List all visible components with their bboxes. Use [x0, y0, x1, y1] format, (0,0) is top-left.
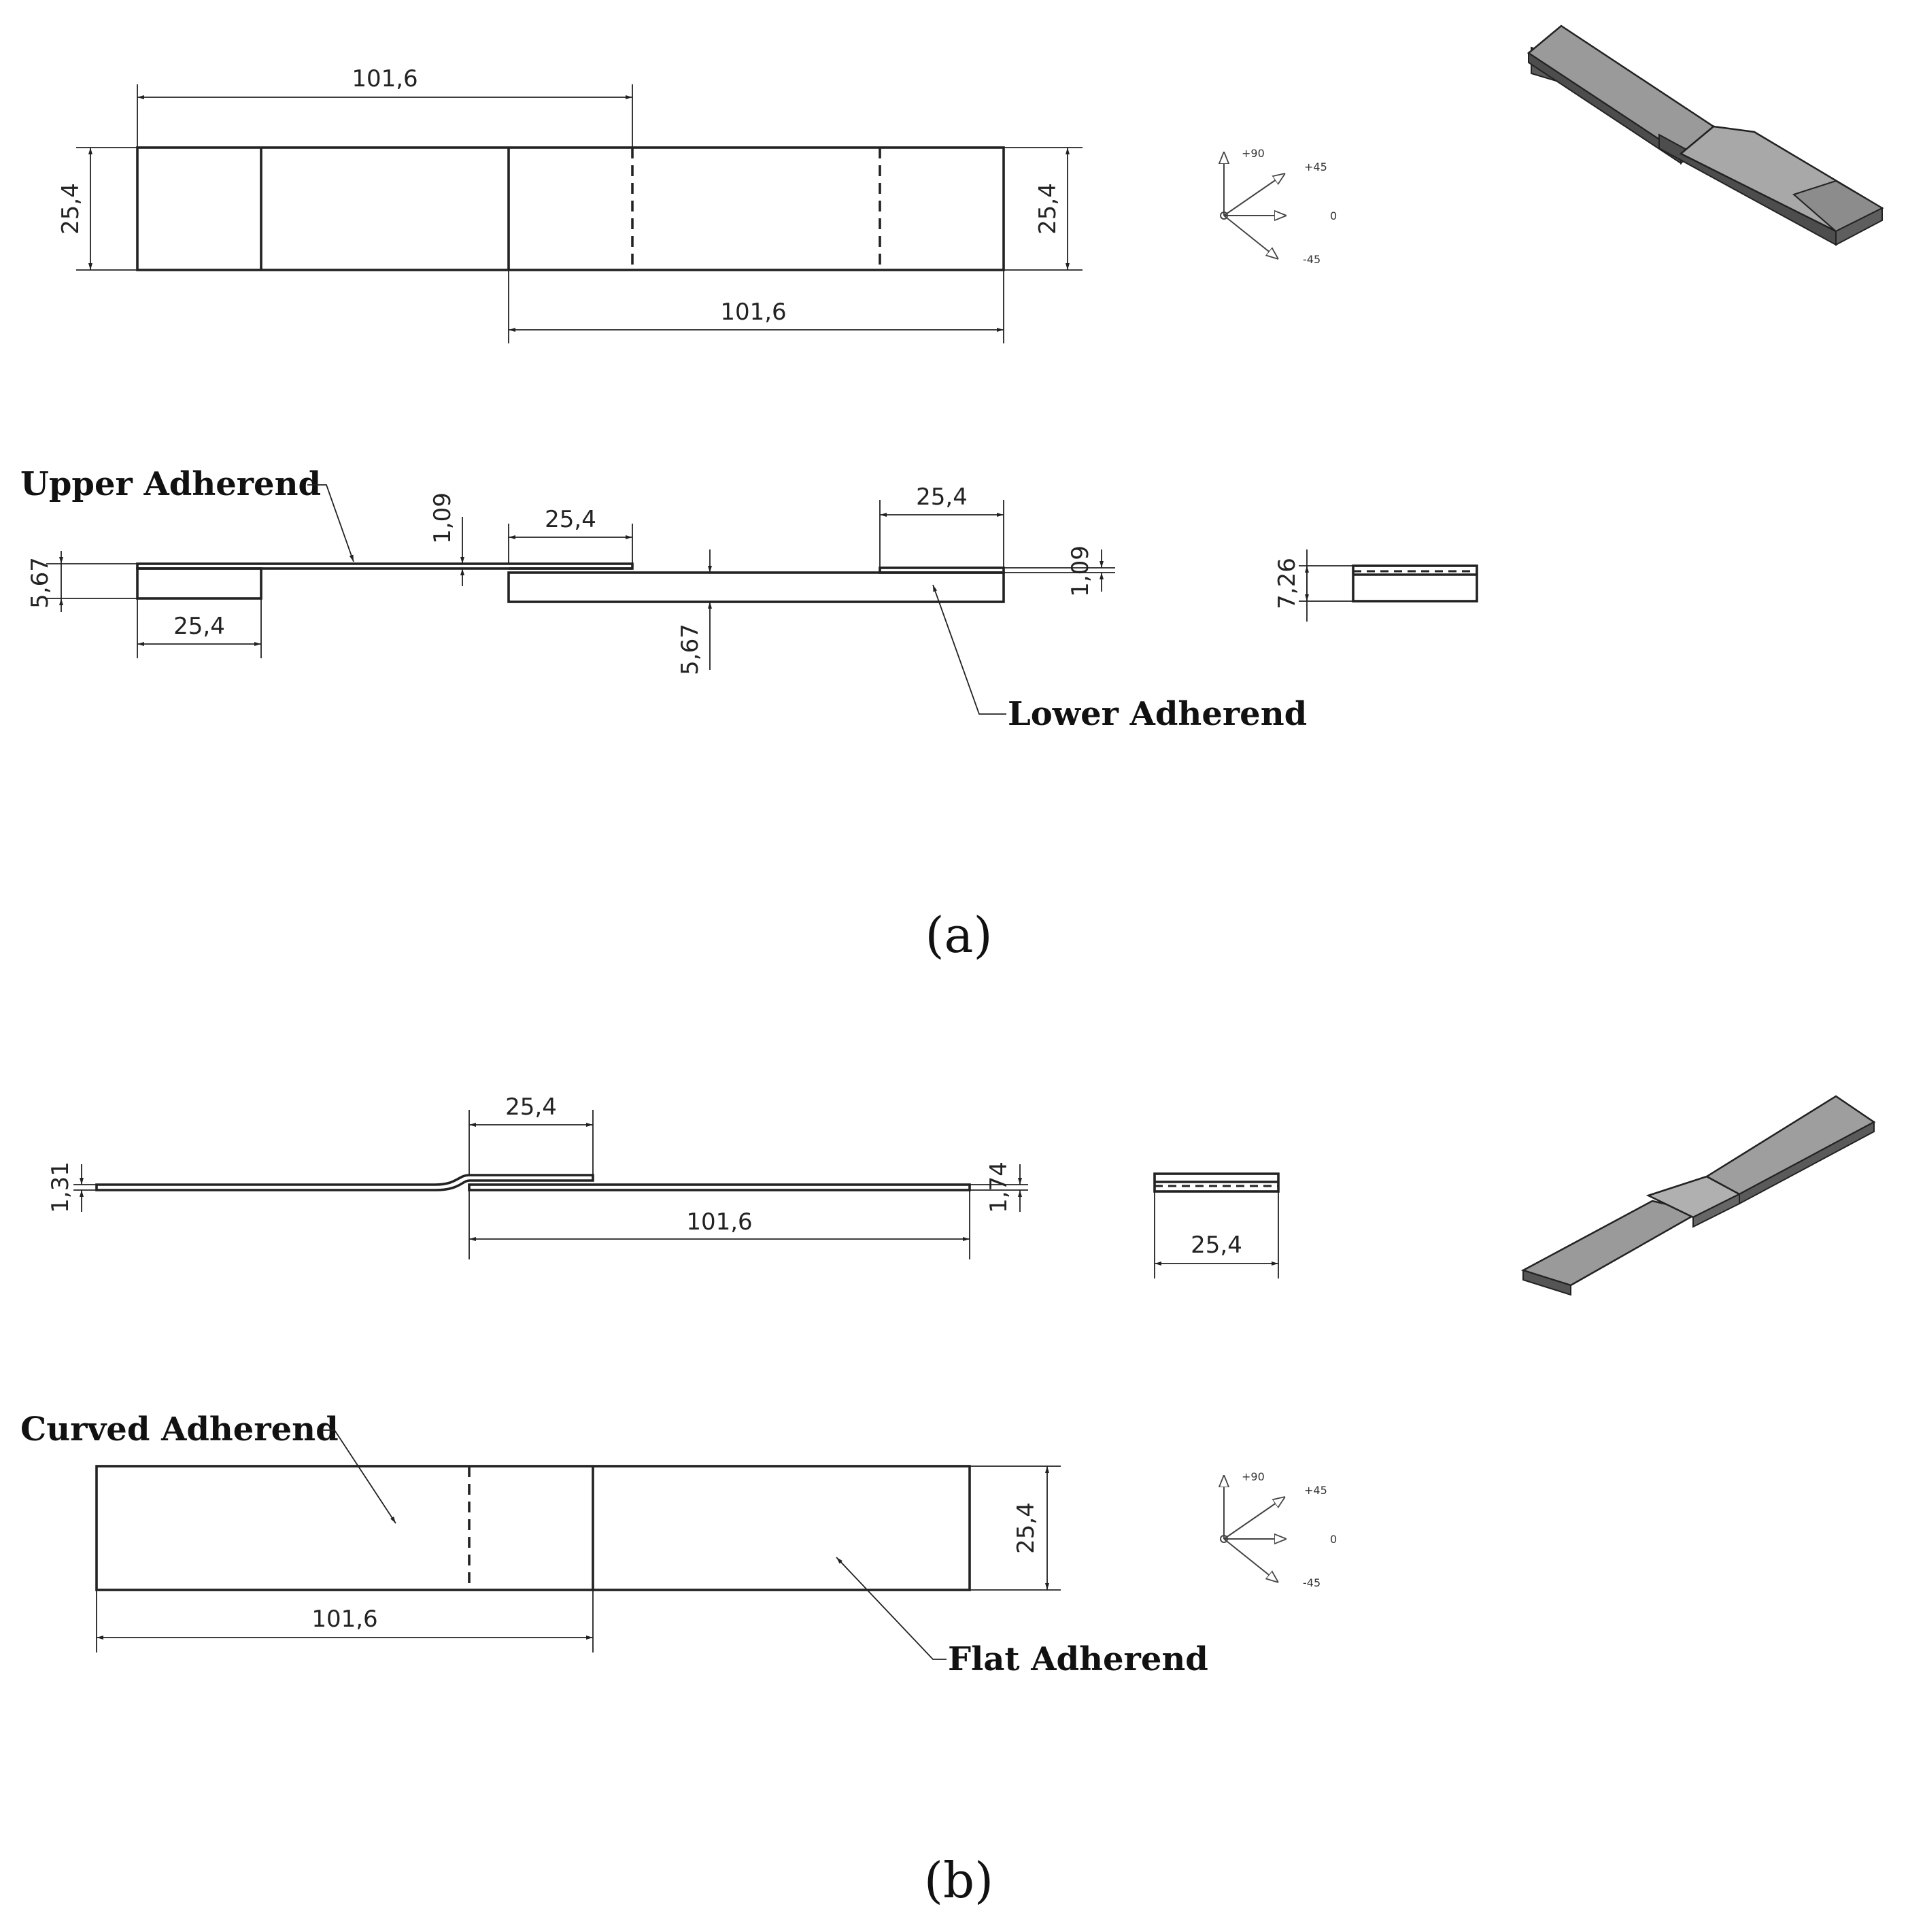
b-top-outline [95, 1465, 971, 1591]
b-end-dim-width-label: 25,4 [1191, 1232, 1242, 1259]
a-iso-upper-top [1527, 24, 1716, 155]
a-orientation-label-p45: +45 [1304, 160, 1327, 173]
b-side-dim-left-thickness-label: 1,31 [47, 1162, 74, 1213]
a-orientation-label-p90: +90 [1242, 147, 1265, 160]
a-top-view: 101,6 101,6 25,4 25,4 [57, 65, 1083, 343]
b-curved-adherend-leader [322, 1429, 396, 1524]
b-side-dim-length-label: 101,6 [686, 1208, 752, 1236]
a-end-view: 7,26 [1274, 549, 1478, 622]
a-orientation-arrow-p45 [1223, 173, 1285, 216]
b-orientation-label-0: 0 [1330, 1533, 1337, 1546]
b-orientation-label-p90: +90 [1242, 1470, 1265, 1483]
a-side-dim-mid-thickness-label: 5,67 [677, 624, 704, 675]
a-lower-adherend-leader [932, 584, 1006, 715]
b-end-view: 25,4 [1153, 1172, 1280, 1278]
b-orientation-label-m45: -45 [1303, 1576, 1321, 1589]
a-side-dim-tab-left-label: 25,4 [173, 613, 225, 640]
a-lower-adherend-label: Lower Adherend [1008, 695, 1307, 733]
a-top-dim-upper-label: 101,6 [352, 65, 418, 92]
a-end-view-outline [1352, 564, 1478, 603]
a-orientation-arrow-m45 [1223, 215, 1278, 259]
a-side-dim-lower-ply-label: 1,09 [1067, 545, 1094, 597]
a-iso-end-front [1835, 207, 1883, 246]
a-upper-adherend-leader [307, 484, 354, 562]
b-iso-curved-side [1522, 1269, 1571, 1296]
a-isometric-view [1527, 24, 1884, 246]
b-side-flat-adherend [468, 1183, 971, 1191]
b-side-view: 25,4 101,6 1,31 1,74 [47, 1094, 1028, 1259]
a-end-dim-height-label: 7,26 [1274, 558, 1301, 609]
b-side-curved-adherend [95, 1174, 594, 1191]
b-side-dim-right-thickness-label: 1,74 [985, 1162, 1012, 1213]
b-orientation-symbol: +90 +45 0 -45 [1221, 1470, 1337, 1589]
a-side-dim-overlap-label: 25,4 [545, 506, 596, 533]
b-orientation-label-p45: +45 [1304, 1484, 1327, 1497]
b-top-dim-width-label: 25,4 [1012, 1502, 1040, 1554]
a-top-dim-width-right-label: 25,4 [1034, 183, 1061, 235]
a-top-outline [136, 146, 1005, 271]
a-side-dim-tab-right-label: 25,4 [916, 484, 968, 511]
b-side-dim-overlap-label: 25,4 [505, 1094, 557, 1121]
b-iso-overlap-side [1692, 1193, 1740, 1228]
a-orientation-label-m45: -45 [1303, 253, 1321, 266]
b-top-view: 101,6 25,4 Curved Adherend Flat Adherend [20, 1410, 1208, 1678]
a-side-dim-upper-ply-label: 1,09 [429, 492, 456, 544]
caption-a: (a) [925, 906, 992, 964]
a-side-dim-left-thickness-label: 5,67 [27, 557, 54, 609]
a-side-view: 1,09 5,67 25,4 25,4 25,4 5,67 1,09 [20, 465, 1307, 733]
a-upper-adherend-label: Upper Adherend [20, 465, 321, 503]
a-top-dim-lower-label: 101,6 [720, 299, 786, 326]
caption-b: (b) [924, 1852, 993, 1909]
b-top-dim-length-label: 101,6 [311, 1606, 377, 1633]
a-top-dim-width-left-label: 25,4 [57, 183, 84, 235]
b-iso-curved-top [1520, 1200, 1703, 1287]
b-isometric-view [1520, 1095, 1876, 1296]
b-curved-adherend-label: Curved Adherend [20, 1410, 339, 1448]
a-side-upper-adherend [136, 562, 634, 570]
b-flat-adherend-leader [836, 1557, 947, 1660]
b-orientation-arrow-m45 [1223, 1538, 1278, 1582]
a-orientation-label-0: 0 [1330, 209, 1337, 222]
a-side-upper-tab [136, 567, 262, 600]
b-flat-adherend-label: Flat Adherend [948, 1640, 1208, 1678]
a-orientation-symbol: +90 +45 0 -45 [1221, 147, 1337, 266]
a-side-lower-tab [879, 566, 1005, 574]
a-side-lower-adherend [507, 571, 1005, 603]
b-orientation-arrow-p45 [1223, 1497, 1285, 1540]
